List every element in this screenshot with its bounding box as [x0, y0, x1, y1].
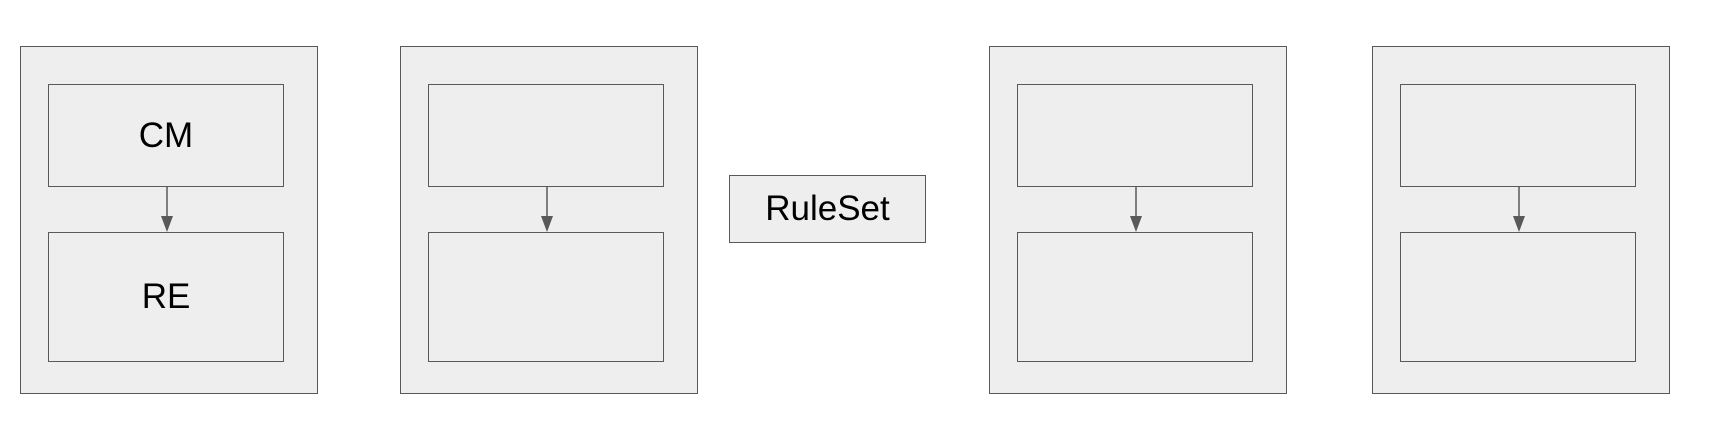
- panel-3-bottom-box: [1017, 232, 1253, 362]
- panel-2-top-box: [428, 84, 664, 187]
- panel-4-bottom-box: [1400, 232, 1636, 362]
- panel-2-bottom-box: [428, 232, 664, 362]
- panel-3-top-box: [1017, 84, 1253, 187]
- panel-1: CM RE: [20, 46, 318, 394]
- panel-4: [1372, 46, 1670, 394]
- re-label: RE: [141, 277, 191, 316]
- arrow-down-icon: [161, 186, 173, 232]
- panel-3: [989, 46, 1287, 394]
- arrow-down-icon: [1130, 186, 1142, 232]
- re-box: RE: [48, 232, 284, 362]
- panel-2: [400, 46, 698, 394]
- arrow-down-icon: [541, 186, 553, 232]
- arrow-down-icon: [1513, 186, 1525, 232]
- ruleset-label: RuleSet: [765, 189, 890, 228]
- cm-label: CM: [138, 115, 194, 155]
- panel-4-top-box: [1400, 84, 1636, 187]
- ruleset-box: RuleSet: [729, 175, 926, 243]
- cm-box: CM: [48, 84, 284, 187]
